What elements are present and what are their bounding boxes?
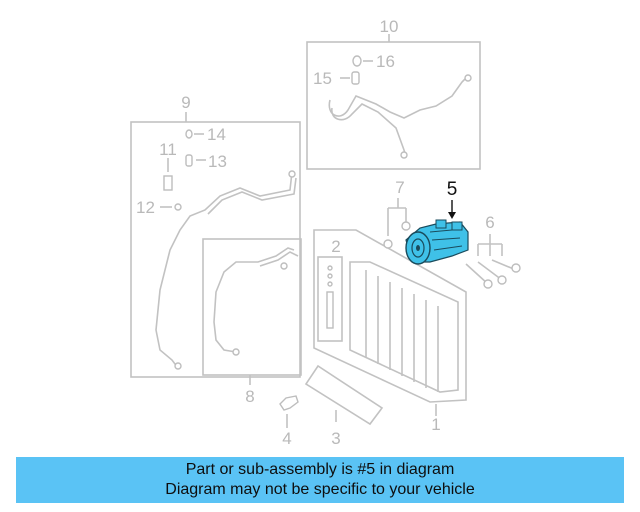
- compressor-5[interactable]: 5: [405, 179, 469, 265]
- valve-cap-15: 15: [313, 69, 360, 88]
- callout-15: 15: [313, 69, 332, 88]
- callout-6: 6: [485, 213, 494, 232]
- callout-14: 14: [207, 125, 226, 144]
- banner-line-1: Part or sub-assembly is #5 in diagram: [185, 461, 455, 478]
- callout-5: 5: [447, 179, 458, 200]
- bracket-4: 4: [279, 395, 299, 448]
- drier-2: 2: [317, 237, 343, 342]
- switch-11: 11: [159, 140, 177, 191]
- callout-13: 13: [208, 152, 227, 171]
- cap-13: 13: [185, 152, 227, 171]
- group-8-box: 8: [202, 238, 302, 406]
- callout-1: 1: [431, 415, 440, 434]
- o-ring-14: 14: [185, 125, 226, 144]
- seal-pad-3: 3: [304, 364, 384, 448]
- callout-9: 9: [181, 93, 190, 112]
- callout-12: 12: [136, 198, 155, 217]
- o-ring-12: 12: [136, 198, 182, 217]
- callout-4: 4: [282, 429, 291, 448]
- callout-16: 16: [376, 52, 395, 71]
- callout-10: 10: [380, 17, 399, 36]
- condenser-1: 1: [313, 229, 467, 434]
- info-banner: Part or sub-assembly is #5 in diagram Di…: [16, 457, 624, 503]
- group-10-box: 10: [306, 17, 481, 170]
- callout-11: 11: [159, 140, 177, 159]
- condenser-fins: [365, 270, 439, 392]
- hose-line-9: [155, 170, 297, 370]
- hose-line-8: [213, 247, 299, 356]
- bolts-6: 6: [465, 213, 521, 289]
- callout-8: 8: [245, 387, 254, 406]
- banner-line-2: Diagram may not be specific to your vehi…: [165, 481, 475, 498]
- o-ring-16: 16: [352, 52, 395, 71]
- group-9-box: 9: [130, 93, 301, 378]
- callout-2: 2: [331, 237, 340, 256]
- hose-line-10: [328, 74, 472, 159]
- callout-3: 3: [331, 429, 340, 448]
- fitting-7: 7: [383, 178, 411, 249]
- callout-7: 7: [395, 178, 404, 197]
